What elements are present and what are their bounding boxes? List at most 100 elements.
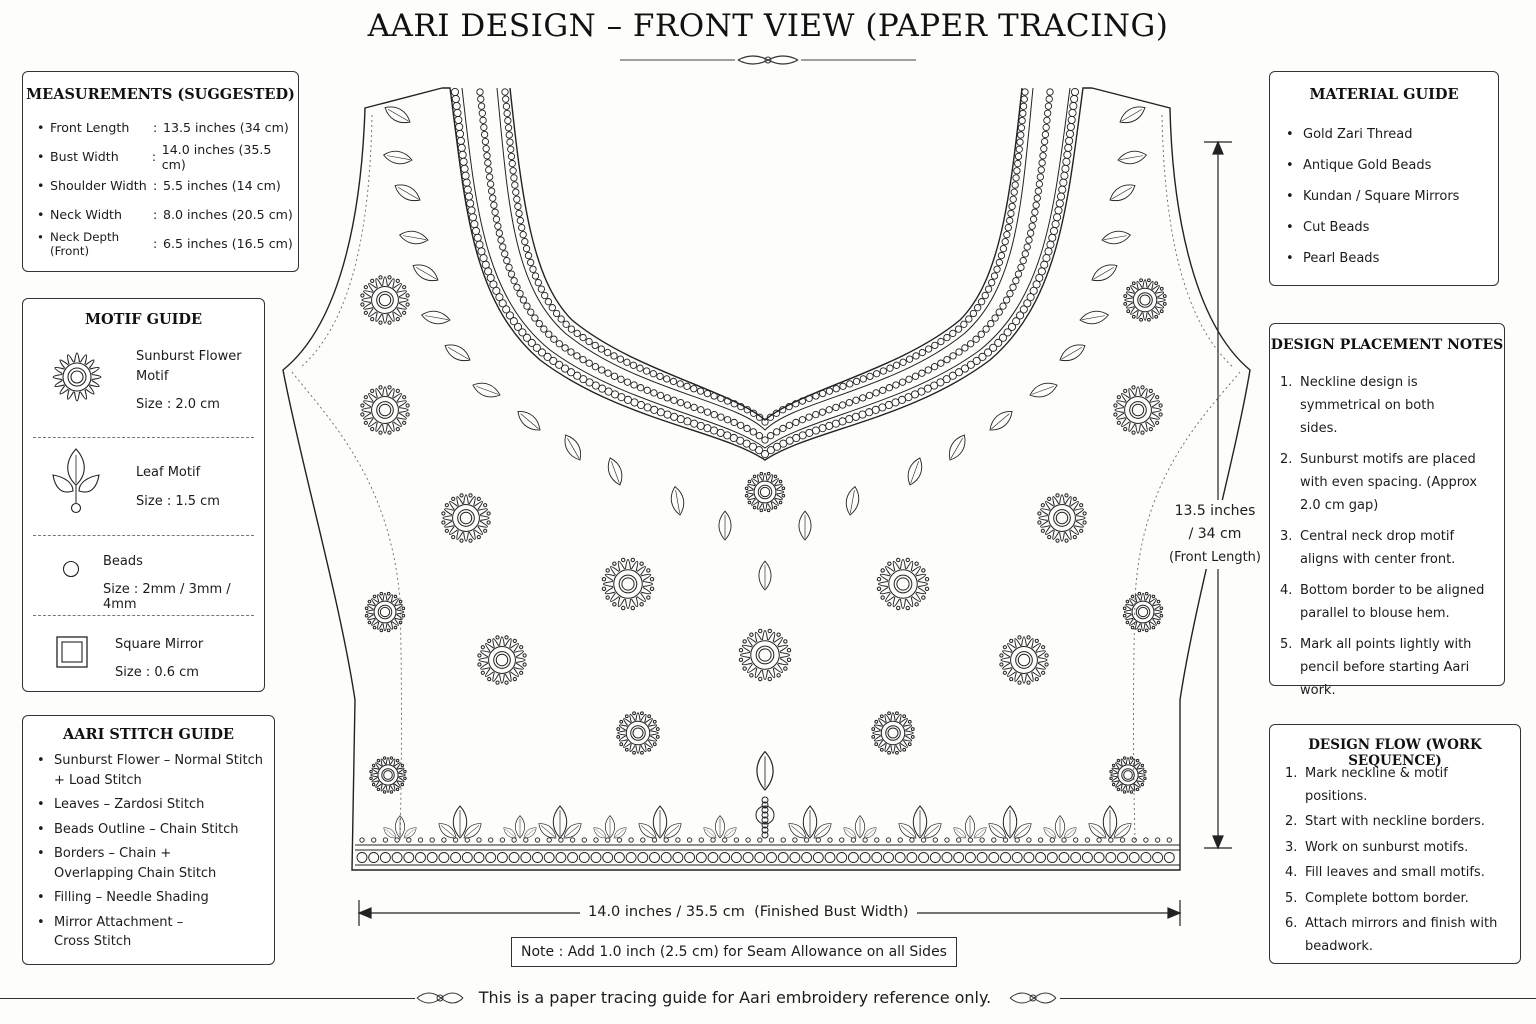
leaf-motif — [607, 457, 623, 486]
motif-size: Size : 2mm / 3mm / 4mm — [103, 582, 231, 612]
sunburst-flower — [999, 635, 1049, 685]
design-flow-panel: DESIGN FLOW (WORK SEQUENCE) 1.Mark neckl… — [1269, 724, 1521, 964]
leaf-motif — [1088, 823, 1107, 839]
leaf-motif — [912, 805, 928, 839]
hem-bead-row — [356, 837, 1175, 863]
sunburst-flower — [1123, 278, 1167, 322]
leaf-motif — [788, 823, 807, 839]
stitch-item: Mirror Attachment – Cross Stitch — [37, 913, 204, 952]
leaf-motif — [394, 815, 406, 839]
measurement-value: 5.5 inches (14 cm) — [163, 178, 281, 193]
sunburst-flower — [876, 557, 930, 611]
leaf-motif — [1117, 150, 1148, 165]
leaf-motif — [1013, 823, 1032, 839]
leaf-motif — [593, 827, 607, 839]
motif-guide-panel: MOTIF GUIDE Sunburst Flower Motif Size :… — [22, 298, 265, 692]
placement-note: 4.Bottom border to be aligned parallel t… — [1280, 579, 1492, 625]
leaf-motif — [604, 815, 616, 839]
placement-note: 1.Neckline design is symmetrical on both… — [1280, 371, 1492, 440]
measurement-value: 13.5 inches (34 cm) — [163, 120, 289, 135]
leaf-icon — [52, 448, 100, 514]
leaf-motif — [964, 815, 976, 839]
bust-width-dimension: 14.0 inches / 35.5 cm (Finished Bust Wid… — [580, 904, 917, 920]
leaf-motif — [948, 434, 966, 461]
leaf-motif — [1002, 805, 1018, 839]
neckline-bead-row — [450, 87, 1080, 459]
leaf-motif — [638, 823, 657, 839]
placement-note-text: Mark all points lightly with pencil befo… — [1300, 637, 1472, 698]
sunburst-flower — [871, 711, 915, 755]
leaf-motif — [1119, 106, 1146, 124]
leaf-motif — [552, 805, 568, 839]
sunburst-flower — [441, 493, 491, 543]
flow-step-text: Mark neckline & motif positions. — [1305, 766, 1448, 804]
material-item: Cut Beads — [1286, 212, 1459, 243]
flow-step-text: Complete bottom border. — [1305, 890, 1469, 906]
leaf-motif — [718, 510, 732, 541]
placement-note: 2.Sunburst motifs are placed with even s… — [1280, 448, 1492, 517]
dimension-label: / 34 cm — [1188, 526, 1242, 542]
placement-note-text: Central neck drop motif aligns with cent… — [1300, 529, 1456, 567]
motif-name: Sunburst Flower Motif — [136, 349, 242, 384]
measurements-heading: MEASUREMENTS (SUGGESTED) — [26, 86, 295, 103]
sunburst-flower — [1122, 591, 1164, 633]
divider — [33, 535, 254, 536]
measurement-value: 6.5 inches (16.5 cm) — [163, 236, 293, 251]
blouse-outline — [282, 87, 1251, 871]
leaf-motif — [813, 823, 832, 839]
leaf-motif — [845, 485, 860, 516]
leaf-motif — [563, 823, 582, 839]
placement-note: 5.Mark all points lightly with pencil be… — [1280, 633, 1492, 702]
page-title: AARI DESIGN – FRONT VIEW (PAPER TRACING) — [367, 8, 1169, 44]
hem-leaf-row — [383, 750, 1132, 839]
leaf-motif — [863, 827, 877, 839]
sunburst-flower-icon — [52, 352, 102, 402]
dimension-lines — [357, 140, 1232, 926]
motif-size: Size : 1.5 cm — [136, 494, 220, 509]
placement-note: 3.Central neck drop motif aligns with ce… — [1280, 525, 1492, 571]
footer-ornament-right — [1009, 992, 1057, 1004]
flow-step: 6.Attach mirrors and finish with beadwor… — [1285, 913, 1513, 958]
measurement-row: Neck Width:8.0 inches (20.5 cm) — [37, 200, 298, 229]
leaf-motif — [703, 827, 717, 839]
leaf-motif — [988, 823, 1007, 839]
measurement-row: Neck Depth (Front):6.5 inches (16.5 cm) — [37, 229, 298, 258]
leaf-motif — [670, 485, 685, 516]
placement-note-text: Neckline design is symmetrical on both s… — [1300, 375, 1435, 436]
leaf-motif — [403, 827, 417, 839]
leaf-motif — [1101, 230, 1132, 245]
flow-step: 1.Mark neckline & motif positions. — [1285, 763, 1513, 808]
footer-text: This is a paper tracing guide for Aari e… — [472, 988, 998, 1007]
leaf-motif — [898, 823, 917, 839]
sunburst-flower — [369, 756, 407, 794]
motif-item: Sunburst Flower Motif Size : 2.0 cm — [23, 339, 264, 435]
material-guide-heading: MATERIAL GUIDE — [1309, 86, 1459, 103]
leaf-motif — [802, 805, 818, 839]
sunburst-flower — [1113, 385, 1163, 435]
placement-note-text: Sunburst motifs are placed with even spa… — [1300, 452, 1478, 513]
leaf-motif — [394, 184, 421, 202]
leaf-motif — [472, 382, 501, 398]
divider — [33, 437, 254, 438]
leaf-motif — [843, 827, 857, 839]
title-ornament — [620, 55, 916, 65]
material-item: Antique Gold Beads — [1286, 150, 1459, 181]
leaf-motif — [463, 823, 482, 839]
flow-step: 2.Start with neckline borders. — [1285, 814, 1485, 829]
measurements-panel: MEASUREMENTS (SUGGESTED) Front Length:13… — [22, 71, 299, 272]
neckline-borders — [461, 87, 1071, 449]
material-guide-panel: MATERIAL GUIDE Gold Zari Thread Antique … — [1269, 71, 1499, 286]
footer-rule — [1060, 998, 1536, 999]
sunburst-flower — [477, 635, 527, 685]
flow-step: 4.Fill leaves and small motifs. — [1285, 865, 1485, 880]
leaf-motif — [1079, 310, 1110, 325]
stitch-guide-heading: AARI STITCH GUIDE — [63, 726, 234, 743]
sunburst-flower — [738, 628, 792, 682]
dimension-label: (Front Length) — [1169, 550, 1261, 565]
material-item: Kundan / Square Mirrors — [1286, 181, 1459, 212]
measurement-row: Bust Width:14.0 inches (35.5 cm) — [37, 142, 298, 172]
flow-step-text: Work on sunburst motifs. — [1305, 839, 1469, 855]
center-drop-motif — [755, 796, 775, 839]
placement-notes-panel: DESIGN PLACEMENT NOTES 1.Neckline design… — [1269, 323, 1505, 698]
measurement-label: Front Length — [37, 120, 153, 135]
